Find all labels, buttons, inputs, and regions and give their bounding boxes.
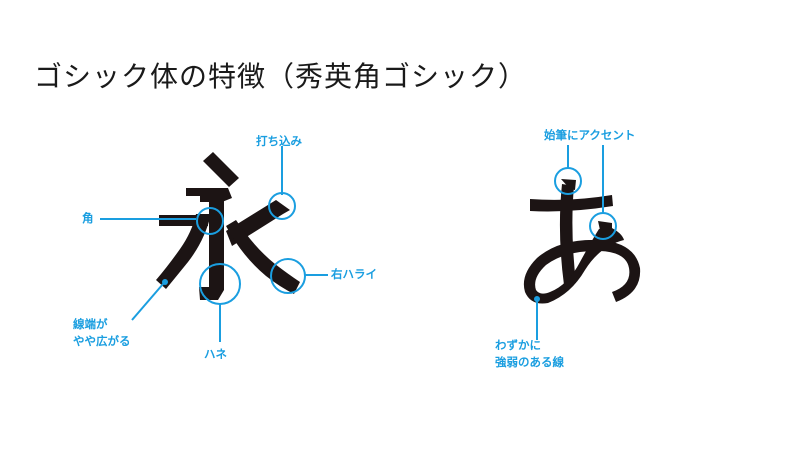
label-sentan-line1: 線端が (73, 317, 108, 331)
label-kado: 角 (82, 211, 94, 225)
annotations-a (536, 145, 617, 340)
label-sentan-line2: やや広がる (73, 334, 131, 348)
label-kyojaku-line2: 強弱のある線 (495, 355, 564, 369)
label-uchikomi: 打ち込み (256, 134, 302, 148)
annotations-ei (100, 146, 328, 342)
glyph-a (523, 179, 641, 304)
annotation-dot-kyojaku (534, 296, 540, 302)
label-migi-harai: 右ハライ (331, 267, 377, 281)
label-kyojaku: わずかに 強弱のある線 (495, 337, 564, 371)
label-sentan: 線端が やや広がる (73, 316, 131, 350)
page-title: ゴシック体の特徴（秀英角ゴシック） (34, 60, 528, 93)
label-hane: ハネ (204, 347, 227, 361)
glyph-ei (156, 152, 300, 300)
annotation-dot-sentan (162, 279, 168, 285)
label-kyojaku-line1: わずかに (495, 338, 541, 352)
label-shihitsu: 始筆にアクセント (544, 128, 636, 142)
